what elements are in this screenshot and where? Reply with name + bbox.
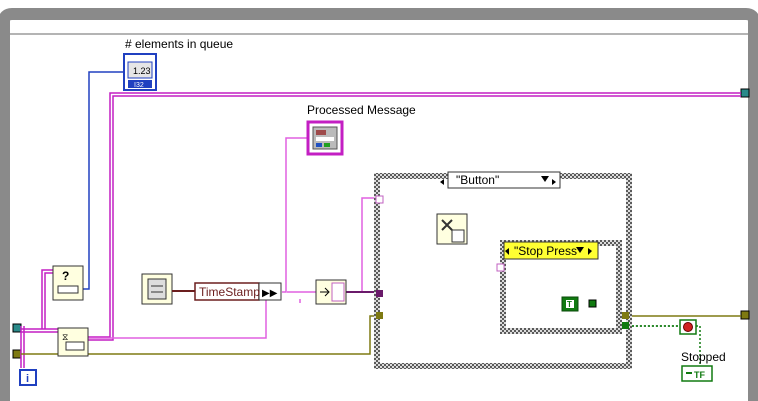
numeric-wire[interactable] — [82, 71, 124, 290]
unbundle-by-name-icon[interactable] — [315, 279, 347, 305]
right-queue-tunnel[interactable] — [740, 310, 750, 320]
left-queue-tunnel[interactable] — [12, 349, 22, 359]
svg-text:▶▶: ▶▶ — [262, 288, 278, 299]
inner-case-tunnel — [588, 299, 597, 308]
case-tunnel — [496, 263, 505, 272]
case-selector-outer-value: "Button" — [456, 173, 499, 187]
case-selector-inner[interactable] — [503, 241, 599, 260]
svg-text:?: ? — [62, 269, 69, 283]
case-tunnel — [375, 195, 384, 204]
left-cluster-tunnel[interactable] — [12, 323, 22, 333]
get-timestamp-icon[interactable] — [141, 273, 173, 305]
case-selector-inner-value: "Stop Press — [514, 244, 577, 258]
case-tunnel — [376, 290, 383, 297]
stopped-type: TF — [694, 370, 705, 380]
case-tunnel — [622, 312, 629, 319]
cluster-wire[interactable] — [20, 92, 741, 368]
right-cluster-tunnel[interactable] — [740, 88, 750, 98]
svg-text:⧖: ⧖ — [62, 332, 68, 342]
stopped-indicator[interactable] — [681, 365, 713, 382]
queue-count-type: I32 — [134, 82, 144, 89]
preview-queue-icon[interactable]: ? — [52, 265, 84, 301]
queue-count-value: 1.23 — [133, 66, 151, 76]
true-constant-label: T — [567, 300, 572, 309]
loop-title: Message Handler — [330, 19, 430, 33]
queue-count-label: # elements in queue — [125, 37, 234, 51]
elements-in-queue-icon[interactable] — [123, 53, 157, 91]
case-selector-outer[interactable] — [440, 171, 561, 189]
processed-message-icon[interactable] — [306, 120, 344, 156]
iteration-terminal-label: i — [26, 373, 29, 385]
dequeue-element-icon[interactable]: ⧖ — [57, 327, 89, 357]
stopped-label: Stopped — [681, 350, 726, 364]
true-constant[interactable] — [561, 296, 579, 312]
variant-to-data-icon[interactable] — [436, 213, 468, 245]
processed-message-label: Processed Message — [307, 103, 416, 117]
timestamp-label: TimeStamp — [199, 285, 260, 299]
while-loop-frame[interactable] — [0, 8, 758, 401]
stop-button-icon[interactable] — [679, 319, 697, 335]
case-tunnel — [622, 322, 629, 329]
case-tunnel — [376, 312, 383, 319]
timestamp-bundle[interactable]: ▶▶ — [194, 282, 282, 301]
iteration-terminal[interactable] — [19, 369, 37, 386]
